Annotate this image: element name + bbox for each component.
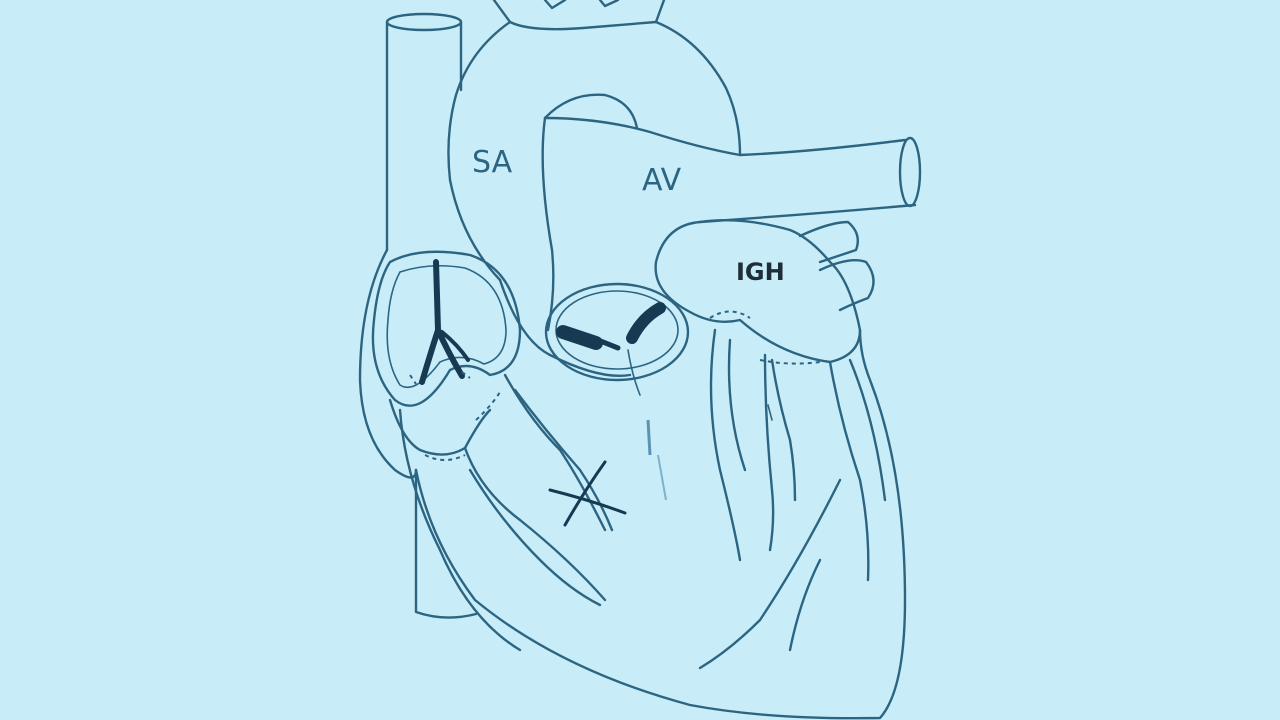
pulmonary-veins bbox=[798, 220, 875, 312]
label-sa: SA bbox=[472, 145, 513, 180]
central-valve bbox=[544, 282, 690, 501]
aortic-branches bbox=[492, 0, 666, 24]
label-igh: IGH bbox=[736, 258, 785, 286]
label-av: AV bbox=[642, 163, 682, 198]
cross-mark bbox=[548, 460, 627, 527]
vena-cava bbox=[385, 12, 478, 619]
aortic-arch bbox=[447, 20, 742, 282]
right-atrium bbox=[371, 250, 522, 407]
right-ventricle-lines bbox=[698, 310, 887, 670]
pulmonary-trunk bbox=[541, 116, 922, 332]
ventricle-lines bbox=[388, 373, 614, 652]
heart-outline bbox=[358, 248, 907, 720]
inner-arch bbox=[543, 93, 639, 130]
